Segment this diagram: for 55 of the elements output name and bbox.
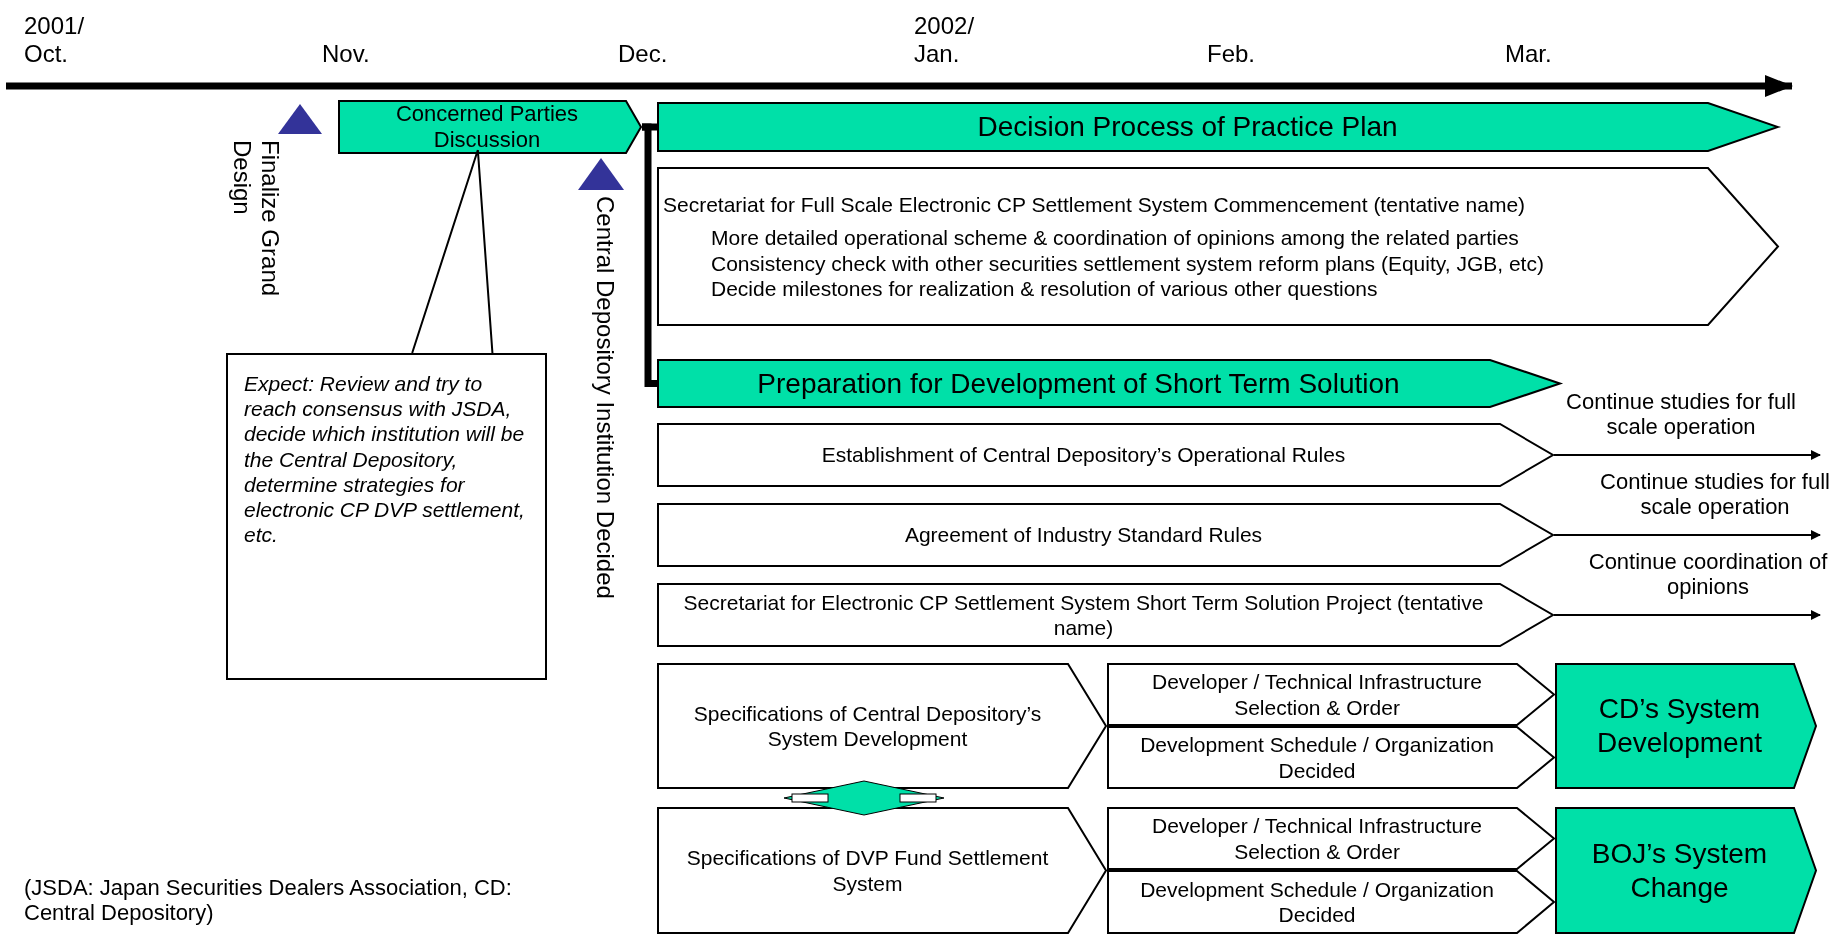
task-band <box>1107 663 1555 726</box>
task-label: Specifications of DVP Fund Settlement System <box>685 845 1050 896</box>
month-label: Nov. <box>322 40 370 68</box>
task-band <box>657 503 1554 567</box>
milestone-label: Central Depository Institution Decided <box>591 196 619 601</box>
task-band <box>1107 807 1555 870</box>
month-label: Dec. <box>618 40 668 68</box>
task-label: Development Schedule / Organization Decided <box>1139 876 1495 928</box>
task-band <box>657 423 1554 487</box>
milestone-label: Finalize Grand Design <box>228 140 284 299</box>
task-label: Developer / Technical Infrastructure Selection & Order <box>1151 669 1483 720</box>
task-heading: Secretariat for Full Scale Electronic CP Settlement System Commencement (tentative name) <box>663 192 1526 218</box>
phase-band <box>657 102 1779 152</box>
phase-band <box>338 100 642 154</box>
task-label: Agreement of Industry Standard Rules <box>904 522 1263 548</box>
task-label: Specifications of Central Depository’s System Development <box>692 700 1043 752</box>
milestone-triangle <box>278 104 322 134</box>
phase-label: Preparation for Development of Short Term Solution <box>757 366 1400 401</box>
task-item: Decide milestones for realization & resolution of various other questions <box>711 275 1378 301</box>
leader-line <box>411 149 494 354</box>
month-label: Mar. <box>1505 40 1552 68</box>
edge-label: Continue studies for full scale operation <box>1599 469 1831 520</box>
task-band <box>657 167 1779 326</box>
task-label: Establishment of Central Depository’s Operational Rules <box>821 442 1346 468</box>
task-label: Secretariat for Electronic CP Settlement System Short Term Solution Project (tentative name) <box>682 589 1485 641</box>
arrow <box>1553 530 1821 540</box>
task-label: Development Schedule / Organization Decided <box>1139 732 1495 783</box>
milestone-triangle <box>578 158 624 190</box>
phase-band <box>1555 807 1817 934</box>
task-band <box>1107 726 1555 789</box>
task-band <box>657 583 1554 647</box>
year-label: 2001/ <box>24 12 85 40</box>
phase-band <box>1555 663 1817 789</box>
edge-label: Continue coordination of opinions <box>1587 549 1829 600</box>
month-label: Feb. <box>1207 40 1256 68</box>
task-item: More detailed operational scheme & coordination of opinions among the related parties <box>711 225 1519 251</box>
phase-label: BOJ’s System Change <box>1590 836 1769 905</box>
task-band <box>1107 870 1555 934</box>
edge-label: Continue studies for full scale operation <box>1565 389 1797 440</box>
phase-label: CD’s System Development <box>1596 692 1763 760</box>
month-label: Oct. <box>24 40 68 68</box>
callout-text: Expect: Review and try to reach consensus with JSDA, decide which institution will be the Central Depository, determine strategies for electronic CP DVP settlement, etc. <box>244 371 526 548</box>
phase-band <box>657 359 1561 408</box>
phase-label: Decision Process of Practice Plan <box>977 110 1398 144</box>
footnote: (JSDA: Japan Securities Dealers Association, CD: Central Depository) <box>24 875 513 926</box>
arrow <box>1553 610 1821 620</box>
month-label: Jan. <box>914 40 960 68</box>
connector-line <box>642 123 657 387</box>
callout-box <box>226 353 547 680</box>
arrow <box>1553 450 1821 460</box>
phase-label: Concerned Parties Discussion <box>394 100 580 154</box>
task-item: Consistency check with other securities settlement system reform plans (Equity, JGB, etc) <box>711 250 1544 276</box>
task-band <box>657 807 1107 934</box>
task-label: Developer / Technical Infrastructure Selection & Order <box>1151 813 1483 864</box>
year-label: 2002/ <box>914 12 975 40</box>
